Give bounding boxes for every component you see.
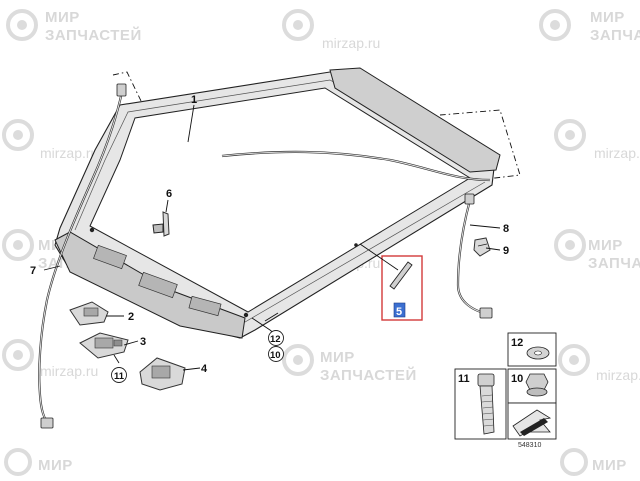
nut-icon [525, 373, 549, 397]
diagram-code: 548310 [518, 442, 541, 449]
watermark-site: mirzap.ru [596, 367, 640, 383]
fastener-legend: 12 11 10 548310 [454, 332, 557, 449]
callout-11: 11 [114, 371, 125, 382]
watermark-site-bottom-left: mirzap.ru [2, 339, 98, 379]
callout-7: 7 [30, 265, 36, 277]
highlight-box-part-5 [381, 255, 423, 321]
callout-9: 9 [503, 245, 509, 257]
highlight-callout-bg-5 [393, 302, 406, 318]
callout-1: 1 [191, 94, 197, 106]
callout-2: 2 [128, 311, 134, 323]
legend-label-11: 11 [458, 373, 470, 385]
watermark-text: МИР [320, 349, 355, 366]
watermark-text: ЗАПЧАСТЕЙ [45, 26, 142, 44]
control-unit-part-4 [139, 357, 186, 391]
watermark-text: ЗАПЧАСТЕЙ [320, 366, 417, 384]
callout-circle-11 [111, 367, 127, 383]
bolt-icon [477, 373, 495, 435]
watermark-logo-very-bottom-right: МИР [560, 448, 627, 476]
legend-label-10: 10 [511, 373, 523, 385]
callout-10: 10 [270, 350, 281, 361]
drain-hose-front [221, 150, 491, 182]
watermark-site-bottom-right: mirzap.ru [558, 344, 640, 383]
watermark-logo-right-mid: МИР ЗАПЧАСТЕЙ [554, 229, 640, 272]
watermark-site-right: mirzap.ru [554, 119, 640, 161]
watermark-site: mirzap.ru [40, 363, 98, 379]
watermark-site: mirzap.ru [322, 35, 380, 51]
watermark-text: ЗАПЧАСТЕЙ [588, 254, 640, 272]
watermark-text: МИР [38, 457, 73, 474]
drive-unit-part-3 [79, 332, 129, 359]
watermark-site-left: mirzap.ru [2, 119, 98, 161]
sunroof-frame [54, 67, 501, 339]
watermark-text: МИР [590, 9, 625, 26]
watermark-text: МИР [45, 9, 80, 26]
watermark-logo-top-left: МИР ЗАПЧАСТЕЙ [6, 9, 142, 44]
callout-4: 4 [201, 363, 208, 375]
seal-strip-part-5 [389, 261, 413, 290]
callout-6: 6 [166, 188, 172, 200]
clip-part-6 [152, 211, 170, 237]
callout-12: 12 [270, 334, 281, 345]
clip-part-9 [473, 237, 491, 257]
watermark-logo-bottom-mid: МИР ЗАПЧАСТЕЙ [282, 344, 417, 384]
watermark-site: mirzap.ru [594, 145, 640, 161]
motor-bracket-part-2 [69, 301, 109, 326]
watermark-text: МИР [588, 237, 623, 254]
callout-labels: 1 2 3 4 5 6 7 8 9 12 10 11 [30, 94, 509, 383]
watermark-site-top: mirzap.ru [282, 9, 380, 51]
direction-arrow-icon [512, 409, 552, 437]
drain-hose-left [38, 83, 127, 429]
callout-8: 8 [503, 223, 509, 235]
drain-hose-right [456, 193, 493, 319]
callout-circle-10 [268, 346, 284, 362]
callout-5: 5 [396, 306, 402, 318]
callout-3: 3 [140, 336, 146, 348]
watermark-logo-very-bottom-left: МИР [4, 448, 73, 476]
legend-label-12: 12 [511, 337, 523, 349]
leader-lines [43, 104, 501, 371]
watermark-text: ЗАПЧАСТЕЙ [590, 26, 640, 44]
watermark-text: МИР [592, 457, 627, 474]
watermark-logo-top-right: МИР ЗАПЧАСТЕЙ [539, 9, 640, 44]
watermark-site: mirzap.ru [40, 145, 98, 161]
callout-circle-12 [268, 330, 284, 346]
